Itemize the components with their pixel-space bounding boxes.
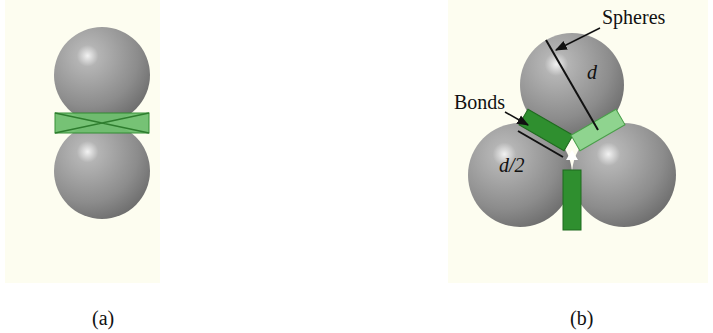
bond <box>563 170 581 230</box>
panel-label: (b) <box>570 308 593 328</box>
leader-arrow <box>505 112 528 125</box>
bond <box>55 113 149 133</box>
sphere <box>54 27 150 123</box>
leader-arrow <box>556 28 600 50</box>
panel-background <box>5 0 160 283</box>
panel-label: (a) <box>92 308 114 328</box>
bond-shading <box>55 113 149 133</box>
sphere <box>54 123 150 219</box>
panel-background <box>448 0 708 283</box>
gap <box>566 150 578 160</box>
callout-label: Spheres <box>602 7 665 27</box>
dimension-label: d/2 <box>499 155 525 175</box>
dimension-label: d <box>587 62 597 82</box>
width-line <box>518 131 563 157</box>
diameter-line <box>546 40 598 130</box>
callout-label: Bonds <box>454 92 505 112</box>
bond <box>519 109 573 151</box>
